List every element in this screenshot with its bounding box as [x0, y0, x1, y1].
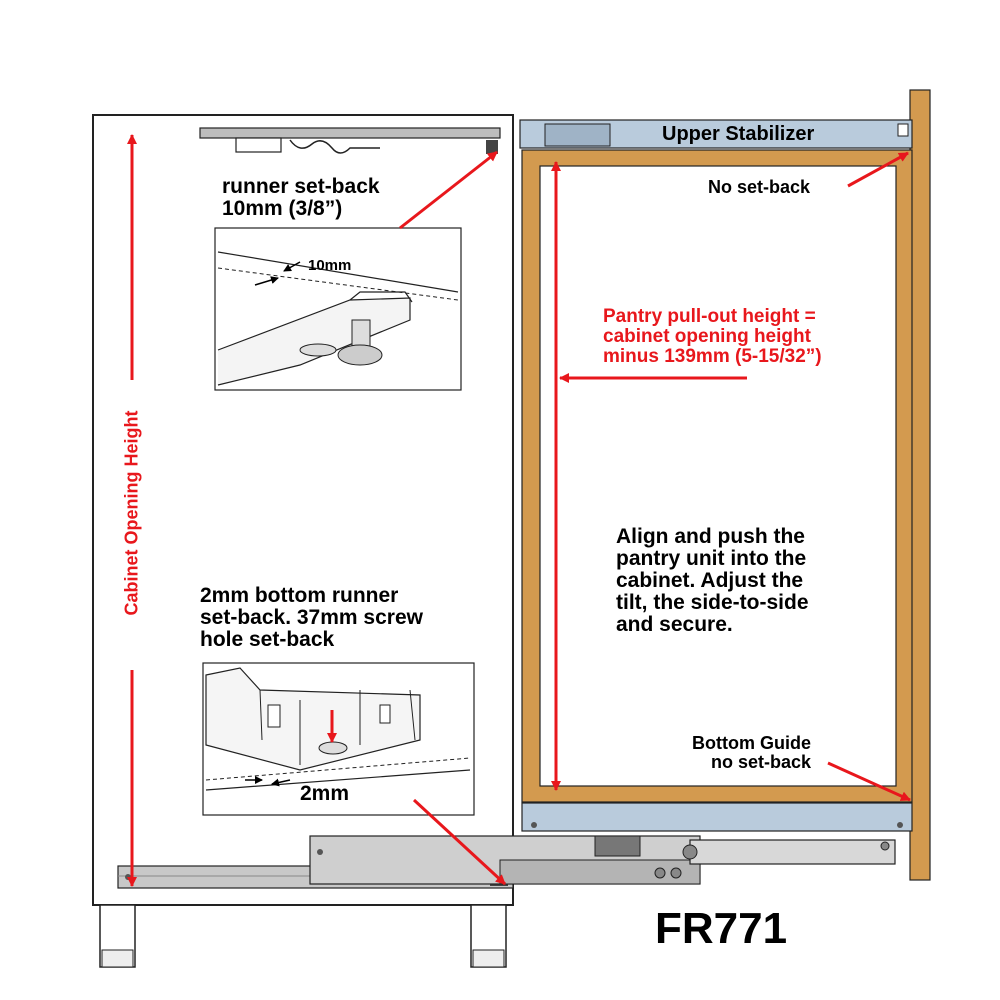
slide-mechanism: [309, 835, 896, 885]
align-instructions-label: Align and push the pantry unit into the …: [616, 525, 809, 637]
runner-setback-detail-inset: [214, 227, 462, 391]
bottom-guide-arrow: [827, 761, 911, 802]
10mm-label: 10mm: [308, 257, 352, 274]
upper-stabilizer-label: Upper Stabilizer: [662, 123, 815, 145]
upper-stabilizer: [519, 119, 913, 149]
no-setback-label: No set-back: [708, 177, 811, 197]
no-setback-arrow: [847, 151, 909, 188]
bottom-guide: [521, 802, 913, 832]
bottom-guide-label: Bottom Guide no set-back: [692, 733, 811, 772]
bottom-setback-arrow: [412, 798, 507, 886]
side-panel: [909, 89, 931, 881]
cabinet-legs: [99, 904, 507, 968]
runner-setback-label: runner set-back 10mm (3/8”): [222, 175, 380, 221]
bottom-runner-detail-inset: [202, 662, 475, 816]
runner-setback-arrow: [399, 150, 498, 230]
top-runner: [199, 127, 501, 154]
pantry-height-label: Pantry pull-out height = cabinet opening…: [603, 306, 822, 367]
2mm-label: 2mm: [300, 782, 350, 805]
cabinet-opening-height-label: Cabinet Opening Height: [121, 410, 142, 616]
bottom-setback-label: 2mm bottom runner set-back. 37mm screw h…: [200, 584, 423, 652]
pantry-frame: [521, 149, 913, 803]
model-number-label: FR771: [655, 904, 788, 953]
